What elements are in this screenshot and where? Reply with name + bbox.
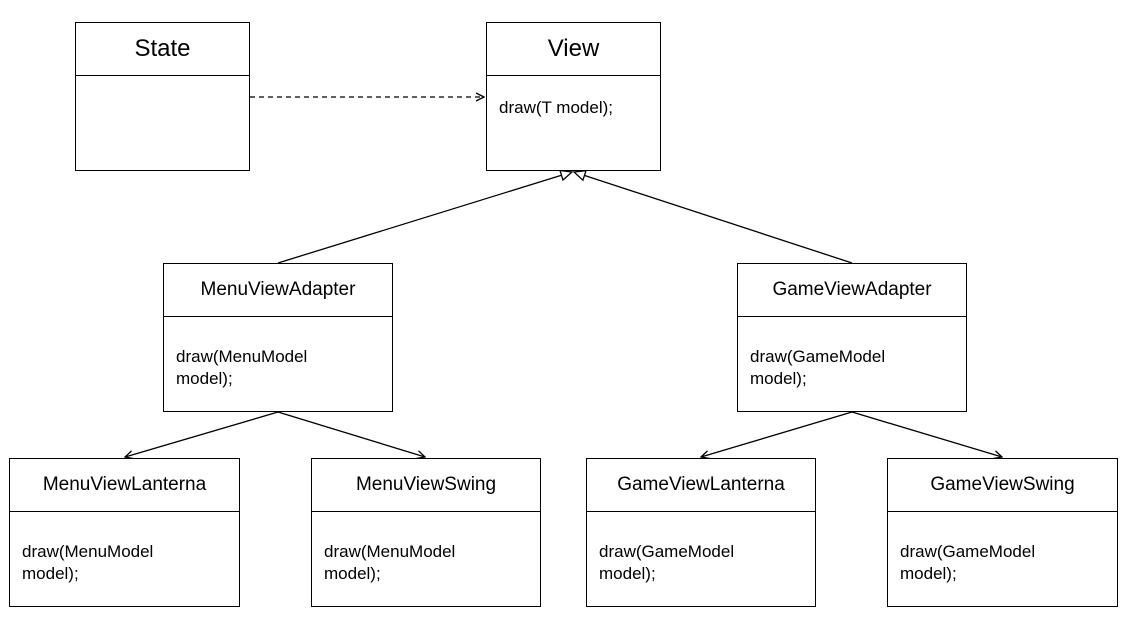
class-view-name: View — [487, 23, 660, 76]
inheritance-gameviewadapter-to-view — [572, 169, 853, 264]
class-state: State — [75, 22, 250, 171]
class-menu-view-swing: MenuViewSwing draw(MenuModel model); — [311, 458, 541, 607]
class-menu-view-adapter-name: MenuViewAdapter — [164, 264, 392, 317]
class-menu-view-adapter: MenuViewAdapter draw(MenuModel model); — [163, 263, 393, 412]
association-menuviewadapter-to-menuviewswing — [277, 411, 425, 457]
inheritance-menuviewadapter-to-view — [277, 169, 574, 264]
class-game-view-lanterna-members: draw(GameModel model); — [599, 542, 735, 583]
class-menu-view-lanterna-name: MenuViewLanterna — [10, 459, 239, 512]
class-view: View draw(T model); — [486, 22, 661, 171]
association-gameviewadapter-to-gameviewswing — [851, 411, 1002, 457]
class-menu-view-swing-name: MenuViewSwing — [312, 459, 540, 512]
class-view-members: draw(T model); — [499, 98, 613, 117]
class-game-view-lanterna-name: GameViewLanterna — [587, 459, 815, 512]
class-game-view-adapter-name: GameViewAdapter — [738, 264, 966, 317]
class-game-view-lanterna: GameViewLanterna draw(GameModel model); — [586, 458, 816, 607]
association-menuviewadapter-to-menuviewlanterna — [125, 411, 279, 457]
association-gameviewadapter-to-gameviewlanterna — [701, 411, 853, 457]
class-menu-view-lanterna: MenuViewLanterna draw(MenuModel model); — [9, 458, 240, 607]
class-game-view-adapter: GameViewAdapter draw(GameModel model); — [737, 263, 967, 412]
class-state-name: State — [76, 23, 249, 76]
class-menu-view-swing-members: draw(MenuModel model); — [324, 542, 456, 583]
class-menu-view-adapter-members: draw(MenuModel model); — [176, 347, 308, 388]
class-menu-view-lanterna-members: draw(MenuModel model); — [22, 542, 154, 583]
class-game-view-adapter-members: draw(GameModel model); — [750, 347, 886, 388]
class-game-view-swing-name: GameViewSwing — [888, 459, 1117, 512]
class-game-view-swing: GameViewSwing draw(GameModel model); — [887, 458, 1118, 607]
class-game-view-swing-members: draw(GameModel model); — [900, 542, 1036, 583]
